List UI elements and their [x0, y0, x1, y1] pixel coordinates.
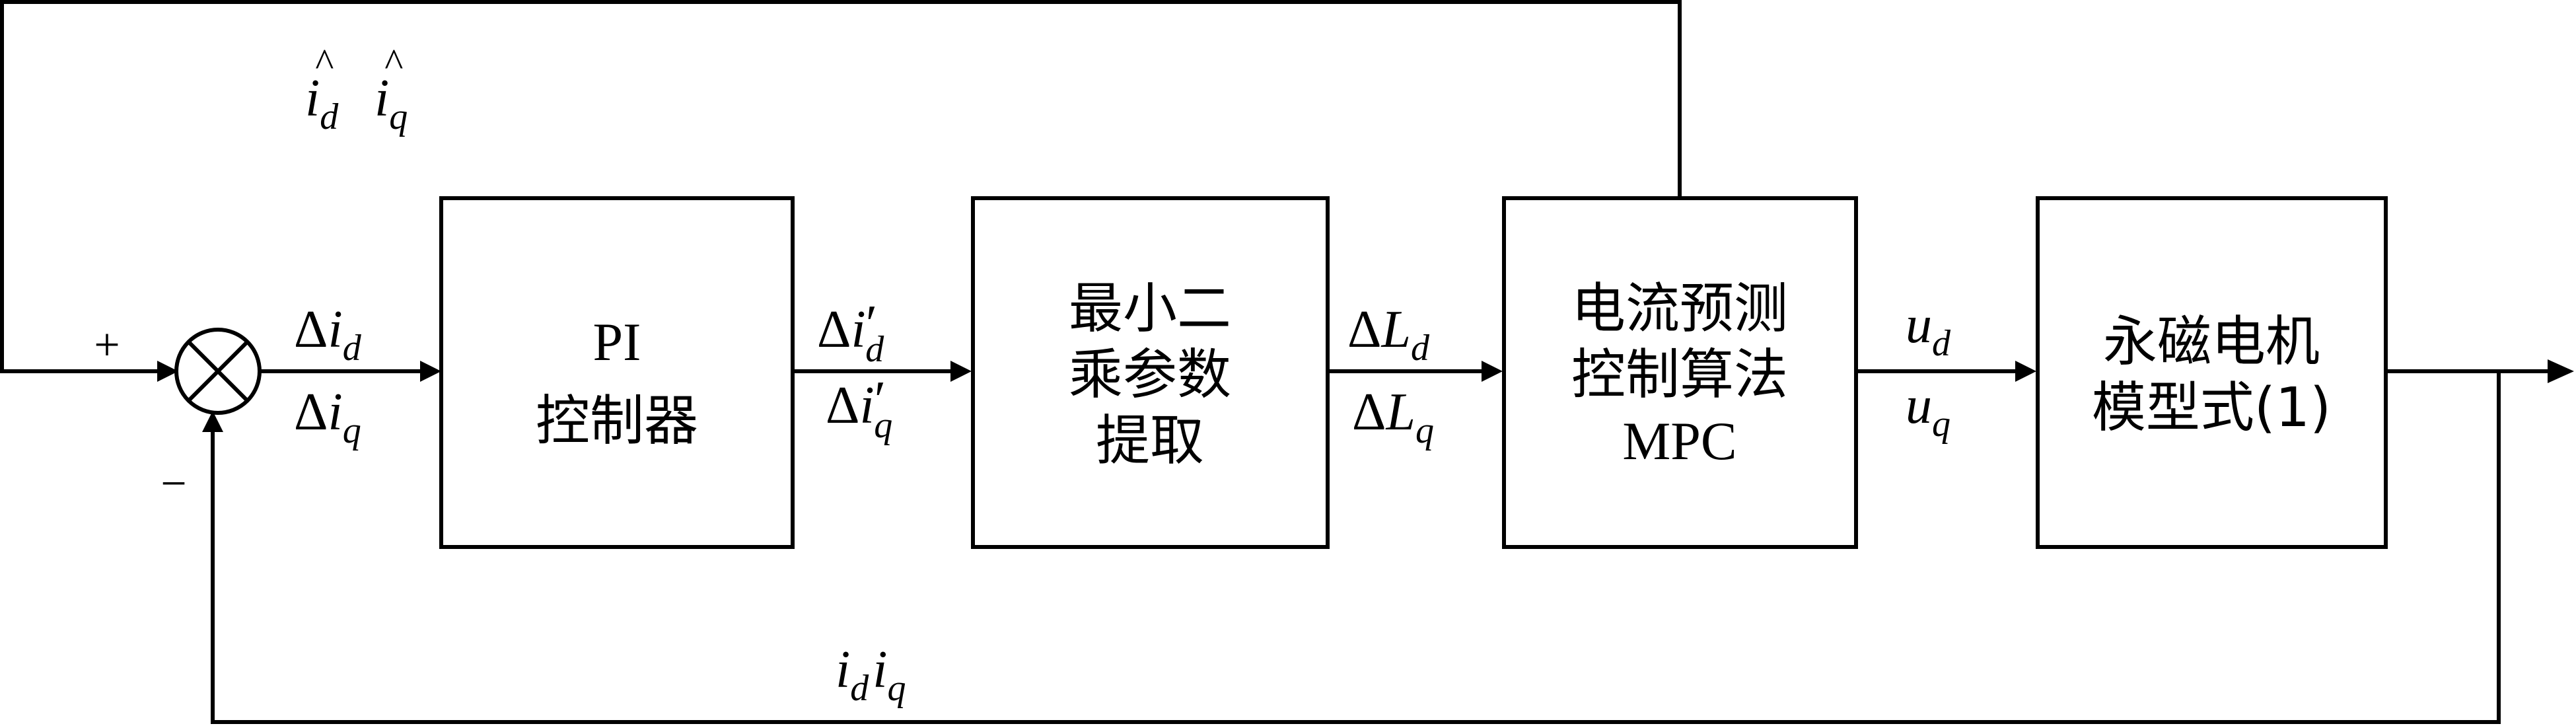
input-arrowhead: [157, 361, 178, 382]
estimated-id-hat: ^: [314, 41, 334, 85]
minus-sign: −: [161, 458, 186, 509]
error-iq-label: Δiq: [294, 383, 361, 451]
least-squares-label-line2: 乘参数: [1069, 344, 1231, 406]
summing-junction: [174, 328, 262, 415]
mpc-label-line2: 控制算法: [1571, 344, 1788, 406]
estimated-iq-label: iq: [375, 69, 408, 137]
pmsm-model-label-line2: 模型式(1): [2092, 377, 2331, 439]
pi-controller-label-line2: 控制器: [536, 390, 698, 453]
pi-controller-block: PI 控制器: [439, 196, 795, 549]
pmsm-model-block: 永磁电机 模型式(1): [2036, 196, 2388, 549]
error-id-label: Δid: [294, 301, 362, 369]
current-feedback-line: [211, 371, 2501, 724]
delta-lq-label: ΔLq: [1352, 383, 1434, 451]
mpc-block: 电流预测 控制算法 MPC: [1502, 196, 1858, 549]
least-squares-label-line3: 提取: [1096, 410, 1204, 472]
pi-output-id-label: Δi′d: [817, 295, 884, 370]
mpc-label-line1: 电流预测: [1571, 277, 1788, 340]
uq-label: uq: [1906, 377, 1950, 445]
estimated-current-label: id ^ iq ^: [305, 41, 408, 137]
error-arrowhead: [420, 361, 441, 382]
pi-output-arrowhead: [950, 361, 972, 382]
output-arrowhead: [2548, 359, 2574, 383]
least-squares-block: 最小二 乘参数 提取: [971, 196, 1330, 549]
least-squares-label-line1: 最小二: [1069, 277, 1231, 340]
estimated-iq-hat: ^: [384, 41, 403, 85]
current-feedback-arrowhead: [202, 411, 223, 432]
estimated-id-label: id: [305, 69, 339, 137]
pi-output-iq-label: Δi′q: [826, 371, 892, 446]
feedback-current-label: idiq: [836, 641, 906, 709]
pmsm-model-label-line1: 永磁电机: [2103, 310, 2320, 373]
ud-label: ud: [1906, 296, 1951, 364]
voltage-arrowhead: [2015, 361, 2036, 382]
inductance-arrowhead: [1482, 361, 1503, 382]
estimated-current-feedback-line: [0, 0, 1682, 371]
delta-ld-label: ΔLd: [1347, 301, 1430, 369]
plus-sign: +: [94, 320, 120, 371]
pi-controller-label-line1: PI: [593, 312, 641, 372]
mpc-label-line3: MPC: [1622, 411, 1736, 471]
